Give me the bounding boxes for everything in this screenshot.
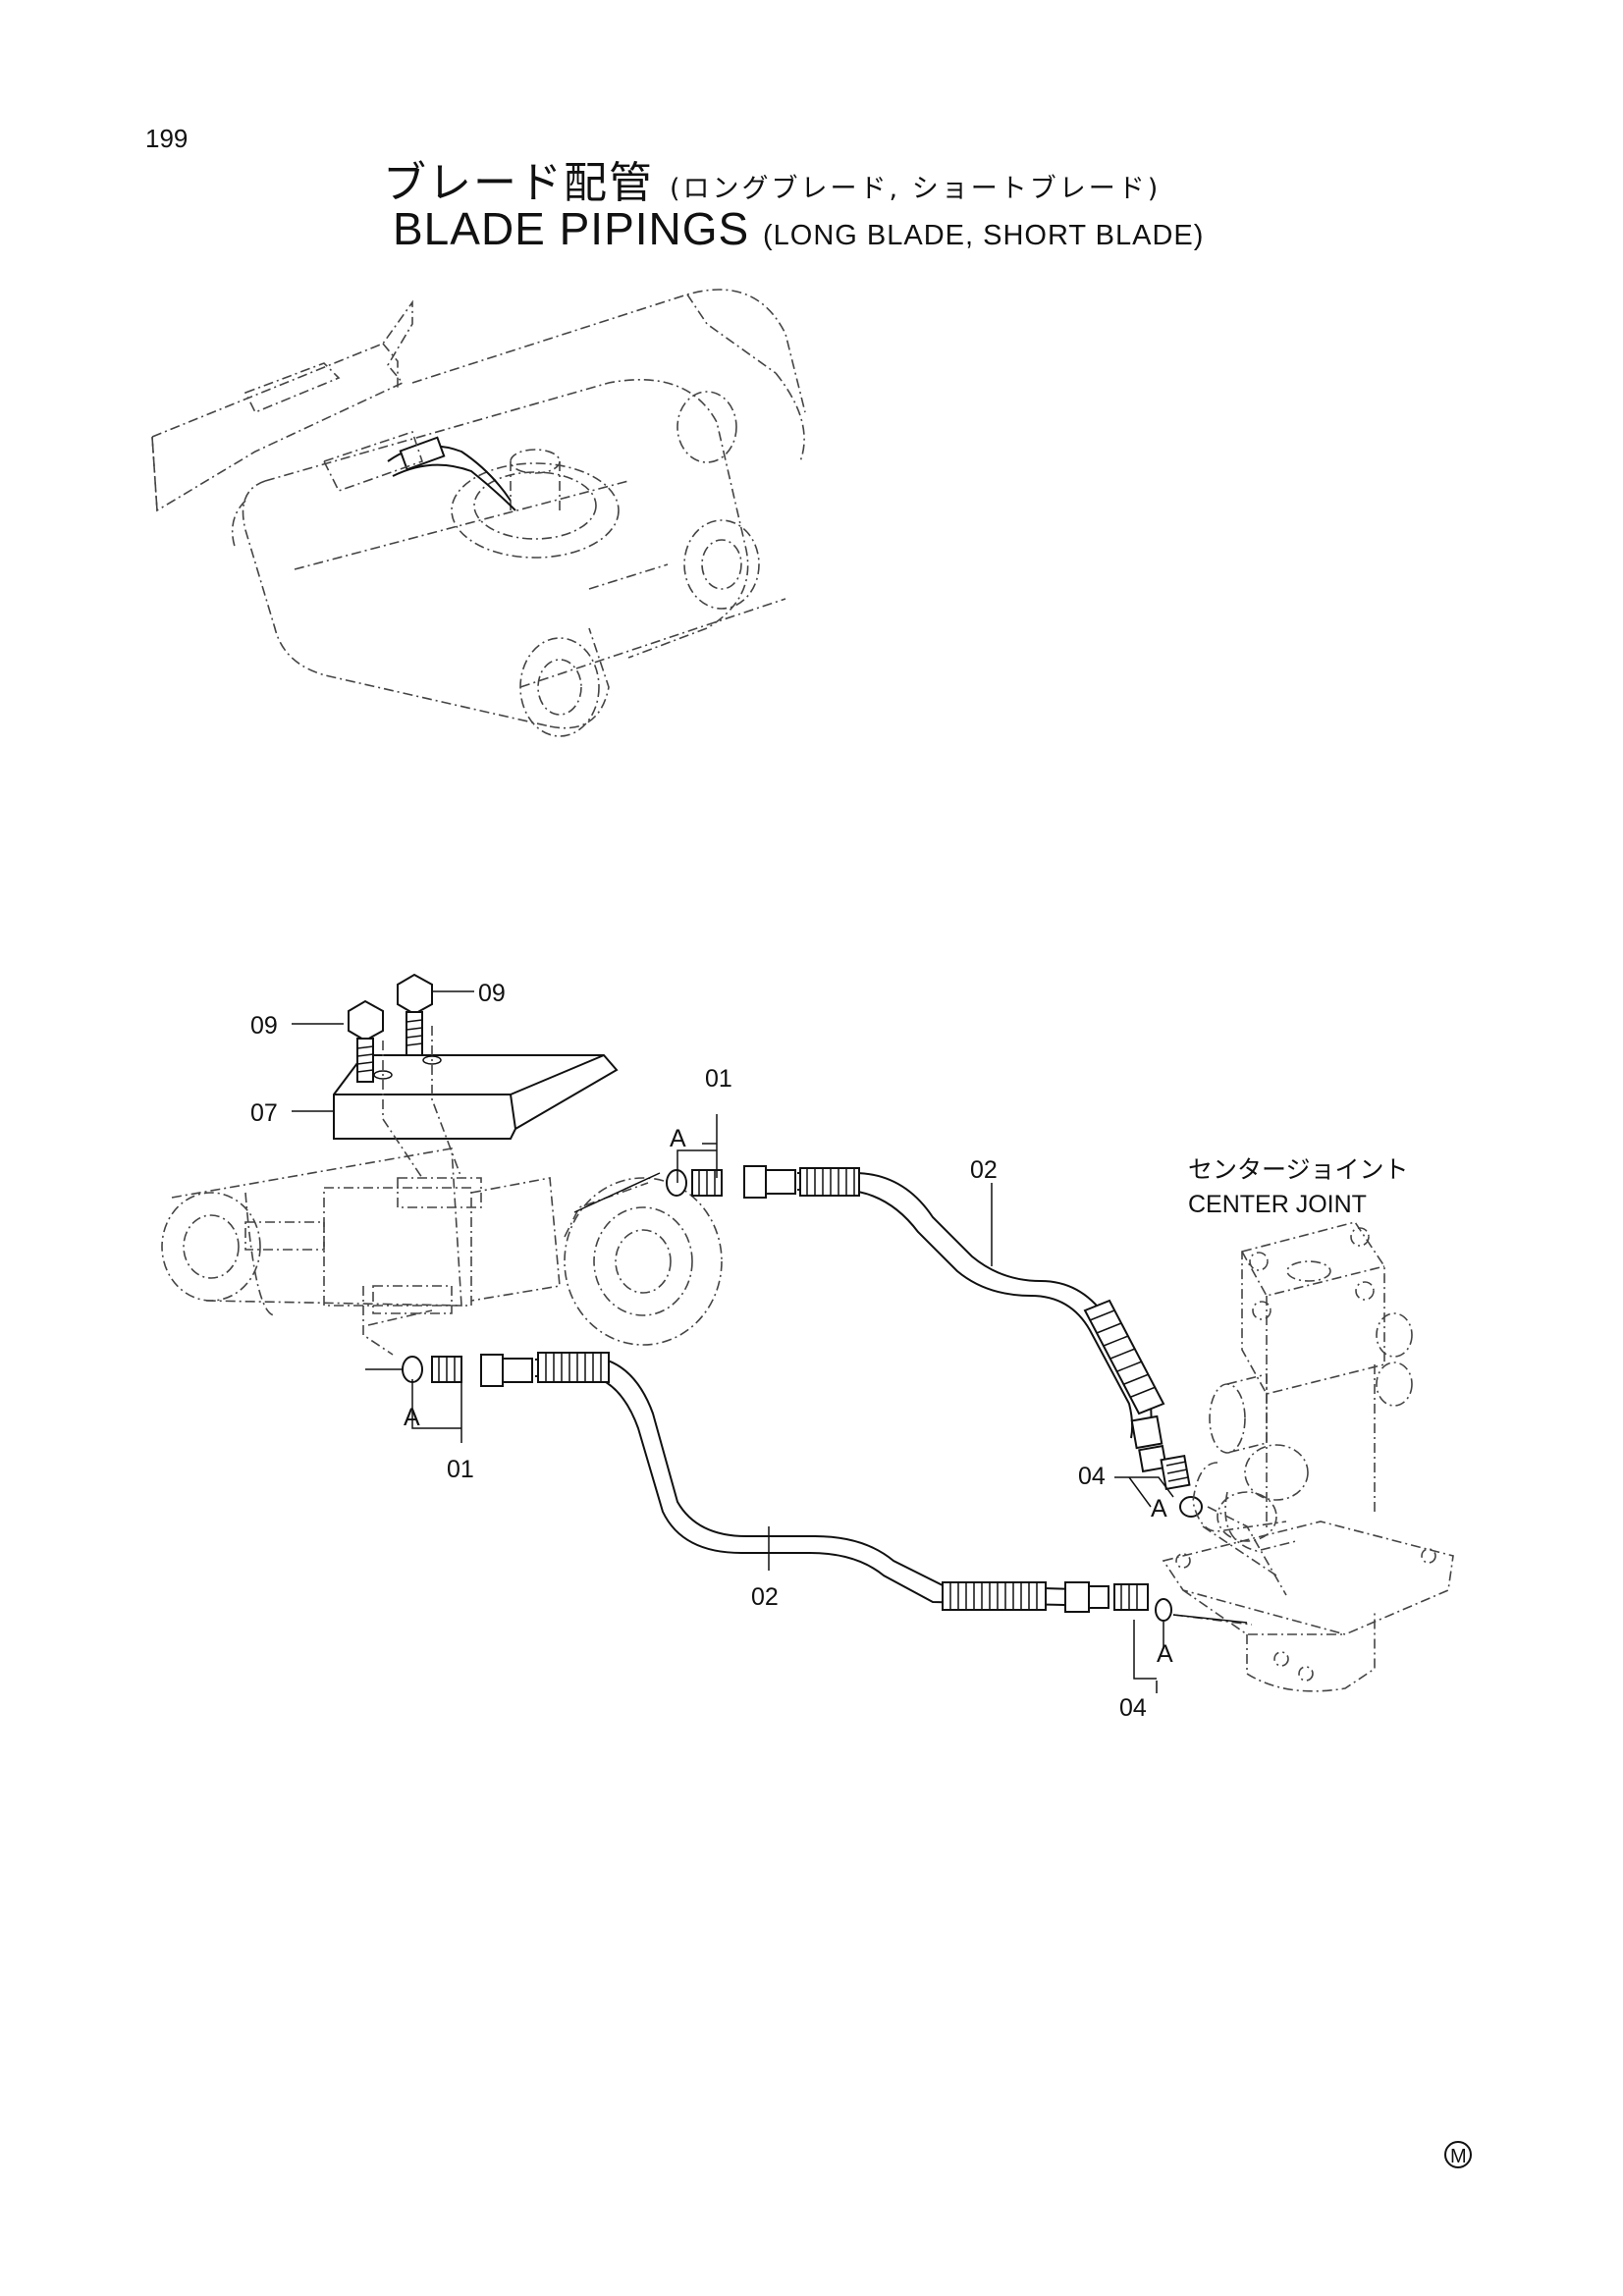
title-english: BLADE PIPINGS (LONG BLADE, SHORT BLADE) — [393, 202, 1204, 255]
leader-lines — [292, 990, 1248, 1693]
upper-hose — [797, 1167, 1167, 1473]
callout-oring-2: A — [404, 1404, 420, 1431]
center-joint-label-jp: センタージョイント — [1188, 1155, 1409, 1184]
callout-oring-3: A — [1151, 1495, 1167, 1522]
lower-adapter — [1113, 1583, 1172, 1622]
footer-mark: M — [1444, 2141, 1472, 2168]
callout-adapter-lower: 04 — [1119, 1694, 1147, 1722]
callout-hose-lower: 02 — [751, 1583, 779, 1611]
callout-adapter-upper: 04 — [1078, 1463, 1106, 1490]
blade-cylinder — [161, 1148, 723, 1356]
bolt-right — [397, 973, 433, 1056]
callout-oring-4: A — [1157, 1640, 1173, 1668]
title-japanese: ブレード配管 (ロングブレード, ショートブレード) — [383, 147, 1161, 210]
cover-plate — [333, 1026, 619, 1179]
callout-fitting-upper: 01 — [705, 1065, 732, 1093]
page-number: 199 — [145, 124, 189, 153]
callout-oring-1: A — [670, 1125, 686, 1152]
title-en-main: BLADE PIPINGS — [393, 203, 750, 254]
callout-bolt-right: 09 — [478, 980, 506, 1007]
bolt-left — [348, 999, 384, 1083]
title-en-sub: (LONG BLADE, SHORT BLADE) — [763, 220, 1205, 251]
center-joint-label-en: CENTER JOINT — [1188, 1191, 1367, 1218]
undercarriage-overview — [151, 289, 806, 737]
callout-plate: 07 — [250, 1099, 278, 1127]
upper-fitting — [666, 1165, 796, 1199]
callout-bolt-left: 09 — [250, 1012, 278, 1040]
lower-fitting — [402, 1354, 533, 1387]
title-jp-sub: (ロングブレード, ショートブレード) — [670, 174, 1162, 204]
center-joint — [1162, 1221, 1454, 1692]
callout-hose-upper: 02 — [970, 1156, 998, 1184]
callout-fitting-lower: 01 — [447, 1456, 474, 1483]
lower-hose — [534, 1352, 1110, 1613]
footer-mark-letter: M — [1450, 2146, 1467, 2167]
title-jp-main: ブレード配管 — [383, 158, 654, 208]
